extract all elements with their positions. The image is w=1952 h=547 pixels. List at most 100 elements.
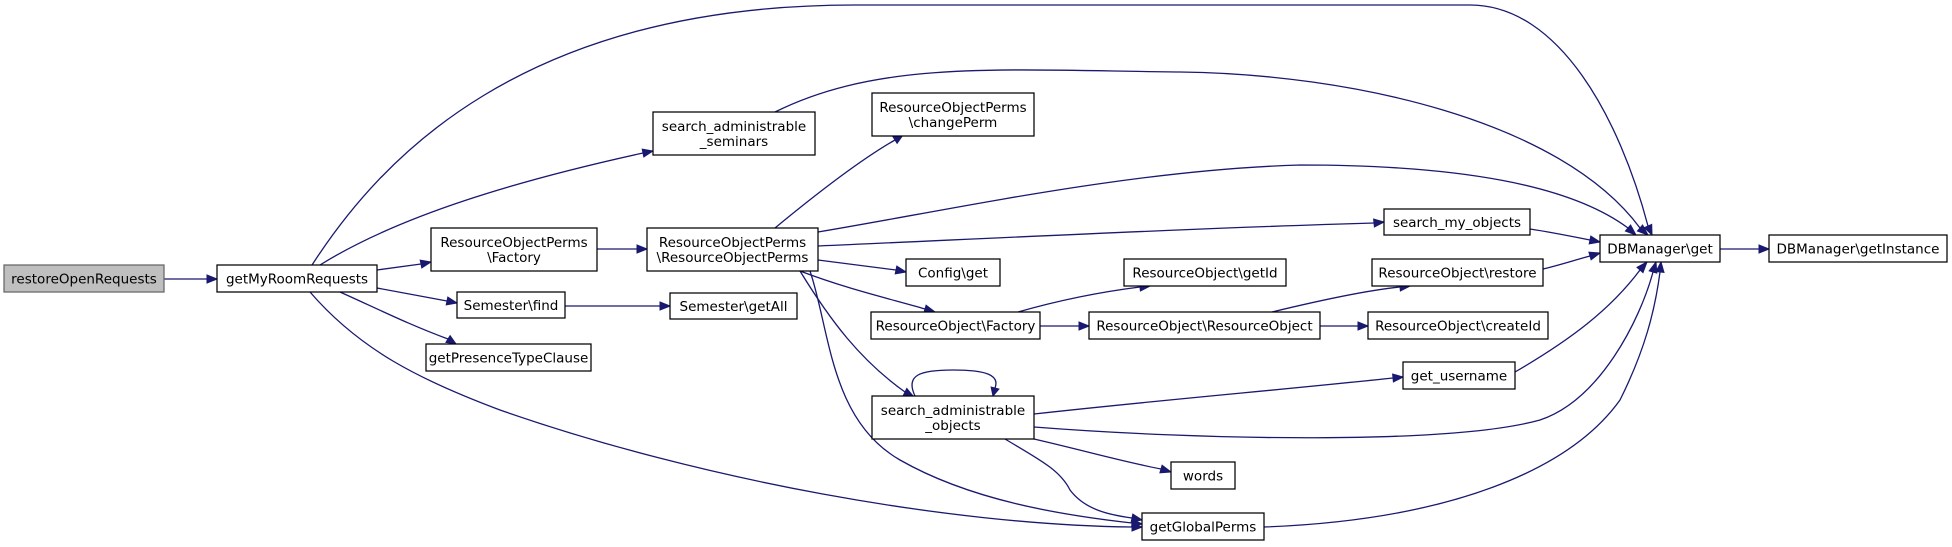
node-semester-getall[interactable]: Semester\getAll xyxy=(669,292,798,320)
edge-semester-find-to-semester-getall xyxy=(565,301,672,311)
edge-restoreopenrequests-to-getmyroomrequests xyxy=(164,274,219,284)
node-rop-changeperm[interactable]: ResourceObjectPerms\changePerm xyxy=(871,92,1035,137)
node-label: DBManager\get xyxy=(1607,242,1713,258)
node-dbmanager-get[interactable]: DBManager\get xyxy=(1599,234,1721,263)
edge-line xyxy=(1529,228,1591,241)
node-box xyxy=(1371,258,1544,287)
edge-arrowhead xyxy=(1624,224,1638,236)
edge-line xyxy=(1033,271,1654,439)
node-rop-factory[interactable]: ResourceObjectPerms\Factory xyxy=(430,227,598,272)
edge-search-admin-objects-to-getglobalperms xyxy=(1004,438,1144,523)
node-words[interactable]: words xyxy=(1170,461,1236,490)
node-restoreopenrequests: restoreOpenRequests xyxy=(3,264,165,293)
node-label: getPresenceTypeClause xyxy=(429,351,589,367)
edge-line xyxy=(1033,438,1162,470)
edge-line xyxy=(817,164,1629,233)
node-label: ResourceObjectPerms xyxy=(879,100,1026,116)
edge-line xyxy=(1263,271,1661,528)
node-ro-getid[interactable]: ResourceObject\getId xyxy=(1123,258,1287,287)
edge-line xyxy=(1033,377,1394,415)
call-graph-nodes: restoreOpenRequests getMyRoomRequests sear… xyxy=(3,92,1948,541)
edge-arrowhead xyxy=(1655,260,1665,273)
node-box xyxy=(1088,311,1321,340)
node-config-get[interactable]: Config\get xyxy=(905,258,1001,287)
edge-getmyroomrequests-to-getpresencetypeclause xyxy=(339,291,458,345)
node-dbmanager-getinstance[interactable]: DBManager\getInstance xyxy=(1768,234,1948,263)
node-ro-factory[interactable]: ResourceObject\Factory xyxy=(870,311,1041,340)
node-label: \changePerm xyxy=(909,115,998,131)
node-label: search_administrable xyxy=(881,403,1025,419)
edge-arrowhead xyxy=(641,148,655,158)
edge-arrowhead xyxy=(1643,223,1653,237)
edge-line xyxy=(1271,286,1401,313)
edge-arrowhead xyxy=(1648,260,1658,274)
edge-arrowhead xyxy=(1588,251,1602,261)
edge-ro-ro-to-ro-restore xyxy=(1271,282,1412,313)
edge-line xyxy=(774,139,896,229)
node-label: get_username xyxy=(1411,369,1507,385)
node-box xyxy=(870,311,1041,340)
edge-rop-rop-to-config-get xyxy=(817,259,908,275)
edge-arrowhead xyxy=(902,387,915,397)
node-getglobalperms[interactable]: getGlobalPerms xyxy=(1141,512,1265,541)
edge-dbmanager-get-to-dbmanager-getinstance xyxy=(1720,244,1771,254)
node-label: Semester\find xyxy=(464,298,559,314)
edge-line xyxy=(311,4,1649,266)
node-rop-rop[interactable]: ResourceObjectPerms\ResourceObjectPerms xyxy=(646,227,819,272)
edge-arrowhead xyxy=(894,265,908,275)
node-search-admin-objects[interactable]: search_administrable_objects xyxy=(871,395,1035,440)
node-label: search_administrable xyxy=(662,119,806,135)
edge-arrowhead xyxy=(206,274,219,284)
node-label: _objects xyxy=(924,418,980,434)
edge-arrowhead xyxy=(990,386,1000,398)
edge-rop-factory-to-rop-rop xyxy=(597,244,649,254)
edge-getmyroomrequests-to-search-admin-seminars xyxy=(319,148,655,266)
node-ro-createid[interactable]: ResourceObject\createId xyxy=(1367,311,1549,340)
edge-arrowhead xyxy=(1758,244,1771,254)
node-label: ResourceObject\ResourceObject xyxy=(1096,319,1312,335)
node-getpresencetypeclause[interactable]: getPresenceTypeClause xyxy=(425,343,592,372)
node-ro-ro[interactable]: ResourceObject\ResourceObject xyxy=(1088,311,1321,340)
node-label: getGlobalPerms xyxy=(1150,520,1257,536)
edge-ro-factory-to-ro-getid xyxy=(1017,282,1152,313)
node-label: ResourceObjectPerms xyxy=(440,235,587,251)
node-label: search_my_objects xyxy=(1393,215,1521,231)
edge-arrowhead xyxy=(1636,260,1648,274)
node-label: ResourceObject\createId xyxy=(1375,319,1541,335)
node-search-admin-seminars[interactable]: search_administrable_seminars xyxy=(652,111,816,156)
edge-arrowhead xyxy=(419,259,433,269)
edge-line xyxy=(817,259,897,271)
edge-arrowhead xyxy=(1588,235,1602,245)
node-get-username[interactable]: get_username xyxy=(1402,361,1516,390)
node-search-my-objects[interactable]: search_my_objects xyxy=(1383,208,1531,236)
edge-line xyxy=(809,270,1133,524)
edge-search-admin-objects-to-get-username xyxy=(1033,373,1405,415)
node-box xyxy=(216,264,378,293)
node-label: getMyRoomRequests xyxy=(226,272,368,288)
edge-line xyxy=(799,270,906,393)
node-label: words xyxy=(1183,469,1223,485)
edge-line xyxy=(376,263,422,271)
node-box xyxy=(905,258,1001,287)
node-label: \ResourceObjectPerms xyxy=(657,250,809,266)
node-semester-find[interactable]: Semester\find xyxy=(456,291,566,319)
edge-line xyxy=(911,369,997,397)
edge-search-admin-objects-to-search-admin-objects xyxy=(911,369,1000,398)
edge-search-admin-seminars-to-dbmanager-get xyxy=(774,69,1650,236)
edge-arrowhead xyxy=(636,244,649,254)
edge-line xyxy=(1004,438,1133,519)
edge-arrowhead xyxy=(1392,373,1405,383)
node-box xyxy=(1599,234,1721,263)
node-box xyxy=(456,291,566,319)
edge-arrowhead xyxy=(445,296,459,306)
node-ro-restore[interactable]: ResourceObject\restore xyxy=(1371,258,1544,287)
node-label: DBManager\getInstance xyxy=(1777,242,1940,258)
node-getmyroomrequests[interactable]: getMyRoomRequests xyxy=(216,264,378,293)
edge-ro-factory-to-ro-ro xyxy=(1040,321,1091,331)
edge-getmyroomrequests-to-dbmanager-get xyxy=(311,4,1653,266)
edge-getglobalperms-to-dbmanager-get xyxy=(1263,260,1665,528)
edge-arrowhead xyxy=(659,301,672,311)
node-box xyxy=(1123,258,1287,287)
edge-arrowhead xyxy=(1130,513,1144,523)
